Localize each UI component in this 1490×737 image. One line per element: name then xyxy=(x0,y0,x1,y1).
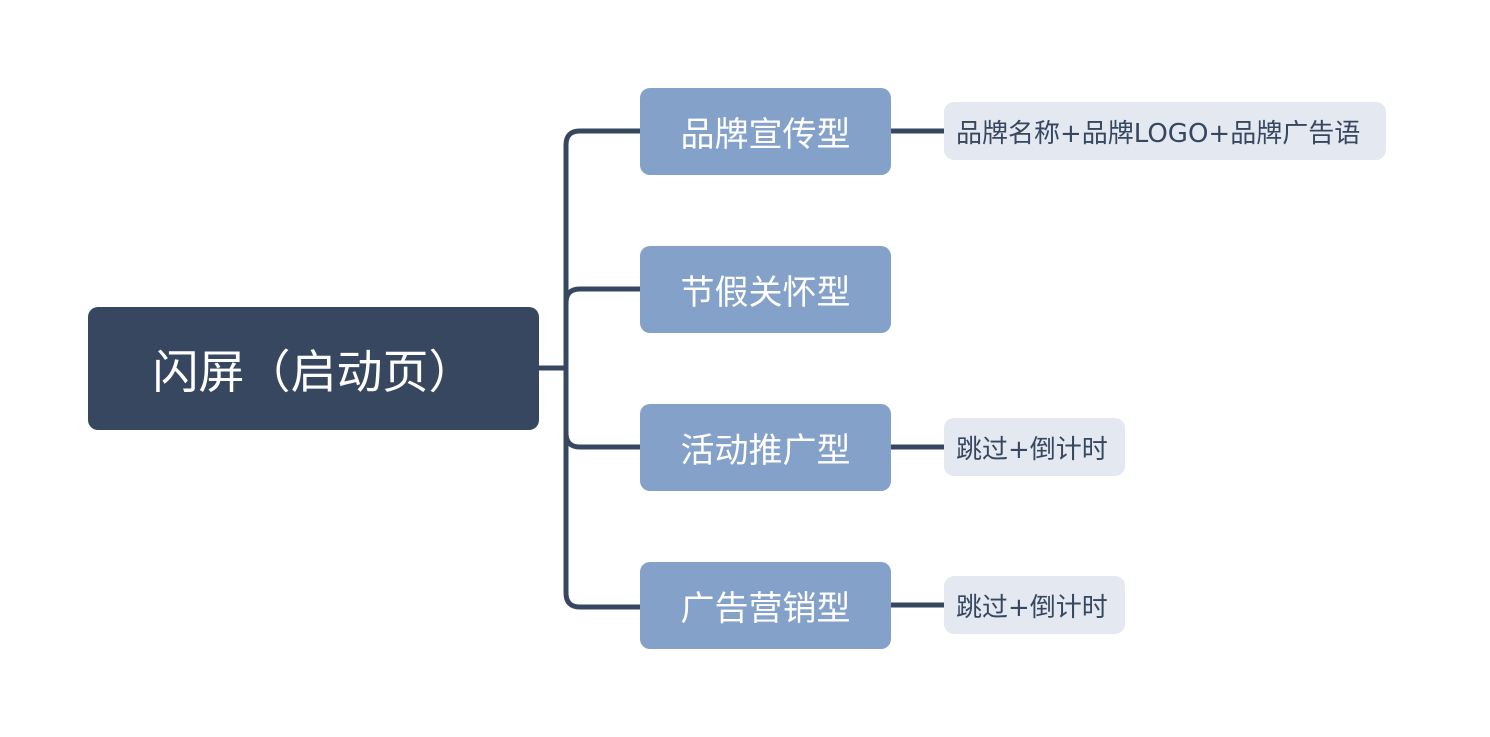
branch-connector-2 xyxy=(563,430,643,450)
leaf-node-label: 跳过+倒计时 xyxy=(956,434,1108,465)
leaf-node-label: 跳过+倒计时 xyxy=(956,592,1108,623)
branch-connector-1 xyxy=(563,286,643,306)
leaf-node-brand-detail: 品牌名称+品牌LOGO+品牌广告语 xyxy=(944,102,1386,160)
branch-node-brand-promotion: 品牌宣传型 xyxy=(640,88,891,175)
branch-node-holiday-care: 节假关怀型 xyxy=(640,246,891,333)
root-node-label: 闪屏（启动页） xyxy=(152,344,475,399)
branch-node-label: 活动推广型 xyxy=(680,431,851,471)
trunk-line xyxy=(563,128,643,610)
branch-node-ad-marketing: 广告营销型 xyxy=(640,562,891,649)
leaf-node-campaign-detail: 跳过+倒计时 xyxy=(944,418,1125,476)
root-node: 闪屏（启动页） xyxy=(88,307,539,430)
leaf-node-ad-detail: 跳过+倒计时 xyxy=(944,576,1125,634)
branch-node-label: 品牌宣传型 xyxy=(680,115,851,155)
branch-node-campaign-promotion: 活动推广型 xyxy=(640,404,891,491)
branch-node-label: 广告营销型 xyxy=(680,589,851,629)
leaf-node-label: 品牌名称+品牌LOGO+品牌广告语 xyxy=(956,118,1361,149)
branch-node-label: 节假关怀型 xyxy=(680,273,851,313)
